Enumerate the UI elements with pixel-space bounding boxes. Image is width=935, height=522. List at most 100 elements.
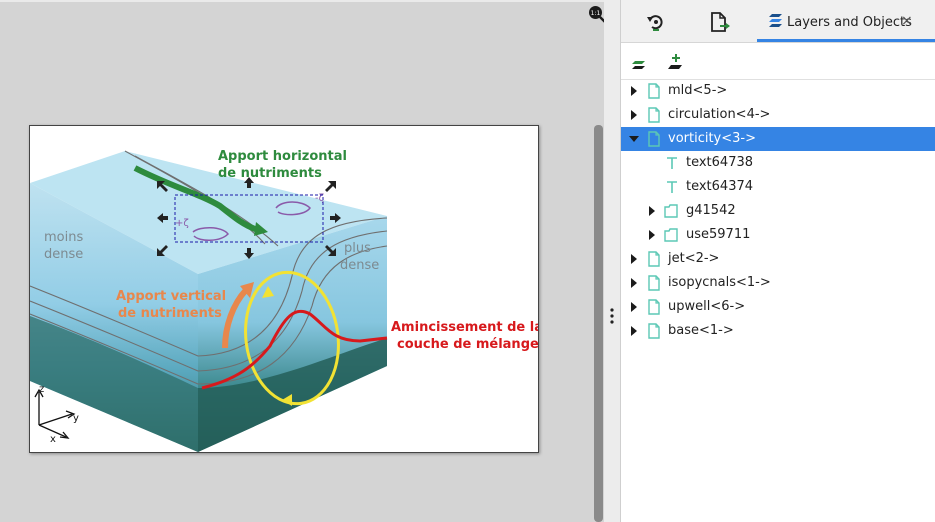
axis-gizmo xyxy=(34,388,76,439)
tree-row[interactable]: upwell<6-> xyxy=(621,295,935,319)
tree-row-label: jet<2-> xyxy=(668,251,720,266)
selection-bbox[interactable] xyxy=(174,194,324,243)
chevron-right-icon[interactable] xyxy=(647,230,657,240)
title-horizontal-line1: Apport horizontal xyxy=(218,149,347,164)
tab-layers-and-objects[interactable]: Layers and Objects × xyxy=(757,0,935,42)
vertical-supply-arrowhead xyxy=(240,282,254,298)
add-layer-button[interactable] xyxy=(630,53,650,71)
dock-tab-bar: Layers and Objects × xyxy=(621,0,935,43)
less-dense-line1: moins xyxy=(44,230,83,245)
tree-row-label: use59711 xyxy=(686,227,751,242)
layer-icon xyxy=(648,299,660,315)
drag-handle-icon xyxy=(610,308,614,324)
tree-row[interactable]: base<1-> xyxy=(621,319,935,343)
tree-row[interactable]: mld<5-> xyxy=(621,79,935,103)
add-sublayer-button[interactable] xyxy=(666,53,686,71)
zoom-label: 1:1 xyxy=(591,10,601,17)
chevron-right-icon[interactable] xyxy=(629,326,639,336)
drawing-page[interactable]: +ζ -ζ Apport horizontal de nutriments Ap… xyxy=(29,125,539,453)
handle-e xyxy=(330,213,341,223)
folder-icon xyxy=(664,228,678,242)
chevron-right-icon[interactable] xyxy=(629,254,639,264)
handle-n xyxy=(244,177,254,188)
eddy-plus xyxy=(192,227,229,241)
more-dense-line2: dense xyxy=(340,258,379,273)
tree-row[interactable]: text64738 xyxy=(621,151,935,175)
title-horizontal-line2: de nutriments xyxy=(218,166,322,181)
axis-z-label: z xyxy=(39,384,44,395)
selection-handles[interactable] xyxy=(157,177,341,259)
tree-row-label: vorticity<3-> xyxy=(668,131,756,146)
tree-row[interactable]: vorticity<3-> xyxy=(621,127,935,151)
chevron-down-icon[interactable] xyxy=(629,134,639,144)
folder-icon xyxy=(664,204,678,218)
tree-row[interactable]: isopycnals<1-> xyxy=(621,271,935,295)
ocean-diagram[interactable]: +ζ -ζ Apport horizontal de nutriments Ap… xyxy=(30,126,538,452)
vertical-supply-arrow xyxy=(222,287,249,349)
add-layer-icon xyxy=(632,61,645,69)
text-object-icon xyxy=(667,181,677,193)
panel-splitter[interactable] xyxy=(604,0,620,522)
circulation-loop xyxy=(244,270,340,406)
chevron-right-icon[interactable] xyxy=(629,110,639,120)
chevron-right-icon[interactable] xyxy=(629,302,639,312)
tree-row-label: upwell<6-> xyxy=(668,299,746,314)
tree-row-label: text64738 xyxy=(686,155,754,170)
chevron-right-icon[interactable] xyxy=(629,278,639,288)
canvas-top-edge xyxy=(0,0,604,2)
tree-row-label: isopycnals<1-> xyxy=(668,275,771,290)
add-sublayer-icon xyxy=(668,54,682,69)
axis-y-label: y xyxy=(73,413,79,424)
title-mixing-line1: Amincissement de la xyxy=(391,320,538,335)
handle-sw xyxy=(157,245,168,256)
tree-row[interactable]: circulation<4-> xyxy=(621,103,935,127)
title-vertical-line1: Apport vertical xyxy=(116,289,226,304)
layer-icon xyxy=(648,251,660,267)
deep-layer-right xyxy=(198,338,387,452)
title-vertical-line2: de nutriments xyxy=(118,306,222,321)
undo-history-icon xyxy=(647,15,663,31)
tab-undo-history[interactable] xyxy=(644,11,666,33)
axis-x-label: x xyxy=(50,434,56,445)
close-tab-icon[interactable]: × xyxy=(901,13,913,29)
tree-row-label: base<1-> xyxy=(668,323,734,338)
box-top-face xyxy=(30,151,387,274)
title-mixing-line2: couche de mélange xyxy=(397,337,538,352)
tree-row-label: mld<5-> xyxy=(668,83,728,98)
handle-se xyxy=(325,245,336,256)
layer-icon xyxy=(648,107,660,123)
layers-toolbar xyxy=(621,43,935,80)
layer-icon xyxy=(648,275,660,291)
zeta-plus-label: +ζ xyxy=(175,218,189,229)
chevron-right-icon[interactable] xyxy=(629,86,639,96)
canvas-vertical-scrollbar[interactable] xyxy=(594,125,603,522)
deep-layer-left xyxy=(30,316,198,452)
tree-row-label: text64374 xyxy=(686,179,754,194)
chevron-right-icon[interactable] xyxy=(647,206,657,216)
tree-row[interactable]: text64374 xyxy=(621,175,935,199)
handle-s xyxy=(244,248,254,259)
more-dense-line1: plus xyxy=(344,241,371,256)
layer-icon xyxy=(648,83,660,99)
tree-row-label: circulation<4-> xyxy=(668,107,771,122)
less-dense-line2: dense xyxy=(44,247,83,262)
layers-icon xyxy=(769,14,782,27)
loop-arrow-top xyxy=(262,286,274,298)
tree-row[interactable]: jet<2-> xyxy=(621,247,935,271)
tab-document-export[interactable] xyxy=(708,11,730,33)
handle-ne xyxy=(325,181,336,192)
tree-row[interactable]: use59711 xyxy=(621,223,935,247)
zeta-minus-label: -ζ xyxy=(315,193,324,204)
handle-w xyxy=(157,213,168,223)
tab-layers-label: Layers and Objects xyxy=(787,15,912,30)
text-object-icon xyxy=(667,157,677,169)
handle-nw xyxy=(157,181,168,192)
tree-row-label: g41542 xyxy=(686,203,736,218)
horizontal-supply-arrow xyxy=(133,165,259,233)
loop-arrow-bottom xyxy=(282,394,292,406)
tree-row[interactable]: g41542 xyxy=(621,199,935,223)
horizontal-supply-arrowhead xyxy=(254,222,268,236)
mixed-layer-line xyxy=(201,309,388,390)
eddy-minus xyxy=(275,201,311,216)
canvas-area[interactable]: +ζ -ζ Apport horizontal de nutriments Ap… xyxy=(0,0,606,522)
